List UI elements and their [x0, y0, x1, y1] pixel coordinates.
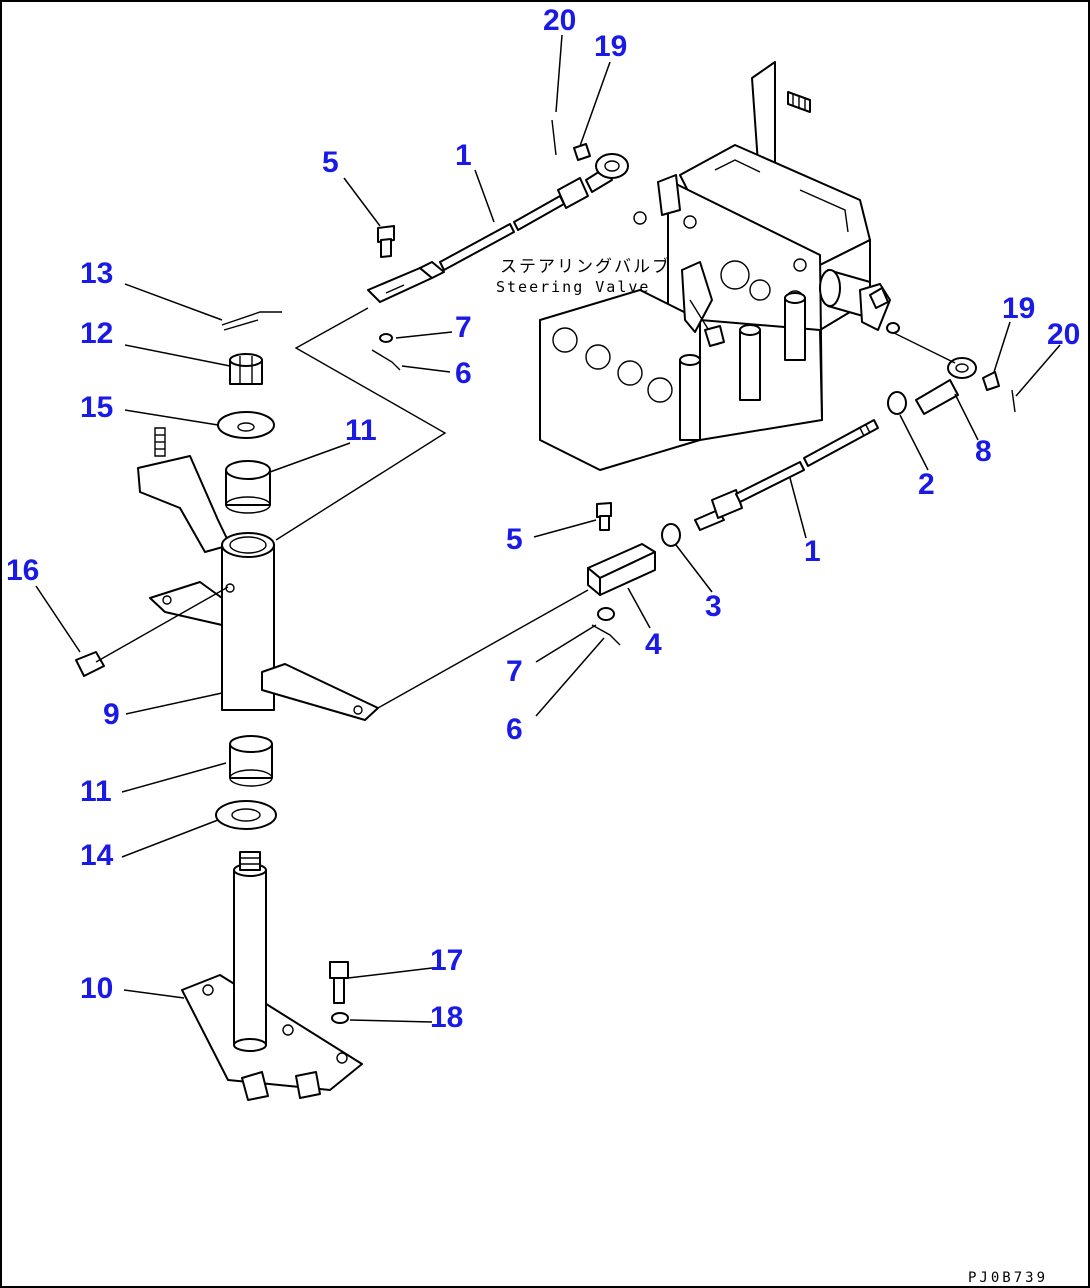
small-hardware: [217, 119, 1016, 646]
callout-5-upper: 5: [322, 146, 339, 179]
callout-3: 3: [705, 590, 722, 623]
callout-11-upper: 11: [345, 414, 377, 447]
callout-20-top: 20: [543, 4, 576, 37]
callout-8: 8: [975, 435, 992, 468]
callout-10: 10: [80, 972, 113, 1005]
callout-2: 2: [918, 468, 935, 501]
callout-19-right: 19: [1002, 292, 1035, 325]
steering-valve-label-jp: ステアリングバルブ: [500, 256, 671, 277]
callout-7-upper: 7: [455, 311, 472, 344]
callout-20-right: 20: [1047, 318, 1080, 351]
lower-rod-assembly: [694, 287, 977, 531]
callout-12: 12: [80, 317, 113, 350]
callout-5-lower: 5: [506, 523, 523, 556]
callout-19-top: 19: [594, 30, 627, 63]
callout-4: 4: [645, 628, 662, 661]
callout-1-lower: 1: [804, 535, 821, 568]
callout-17: 17: [430, 944, 463, 977]
callout-18: 18: [430, 1001, 463, 1034]
lower-bushing-washer: [215, 735, 277, 830]
callout-6-upper: 6: [455, 357, 472, 390]
stand-base: [181, 851, 363, 1101]
callout-14: 14: [80, 839, 114, 872]
upper-rod-assembly: [367, 153, 629, 303]
drawing-code: PJ0B739: [968, 1270, 1048, 1286]
callout-1-upper: 1: [455, 139, 472, 172]
linkage-lines: [95, 307, 589, 709]
callout-6-lower: 6: [506, 713, 523, 746]
callout-13: 13: [80, 257, 113, 290]
callout-7-lower: 7: [506, 655, 523, 688]
lever-arm-assembly: [137, 427, 379, 721]
steering-valve-label-en: Steering Valve: [496, 278, 650, 296]
grease-fitting: [75, 651, 105, 677]
callouts: 20 19 5 1 13 12 7 6 15 11 19 20 8 2 16 5…: [6, 4, 1080, 1034]
callout-15: 15: [80, 391, 113, 424]
callout-9: 9: [103, 698, 120, 731]
steering-valve-body: [539, 61, 891, 471]
callout-16: 16: [6, 554, 39, 587]
callout-11-lower: 11: [80, 775, 112, 808]
leader-lines: [35, 34, 1061, 1023]
